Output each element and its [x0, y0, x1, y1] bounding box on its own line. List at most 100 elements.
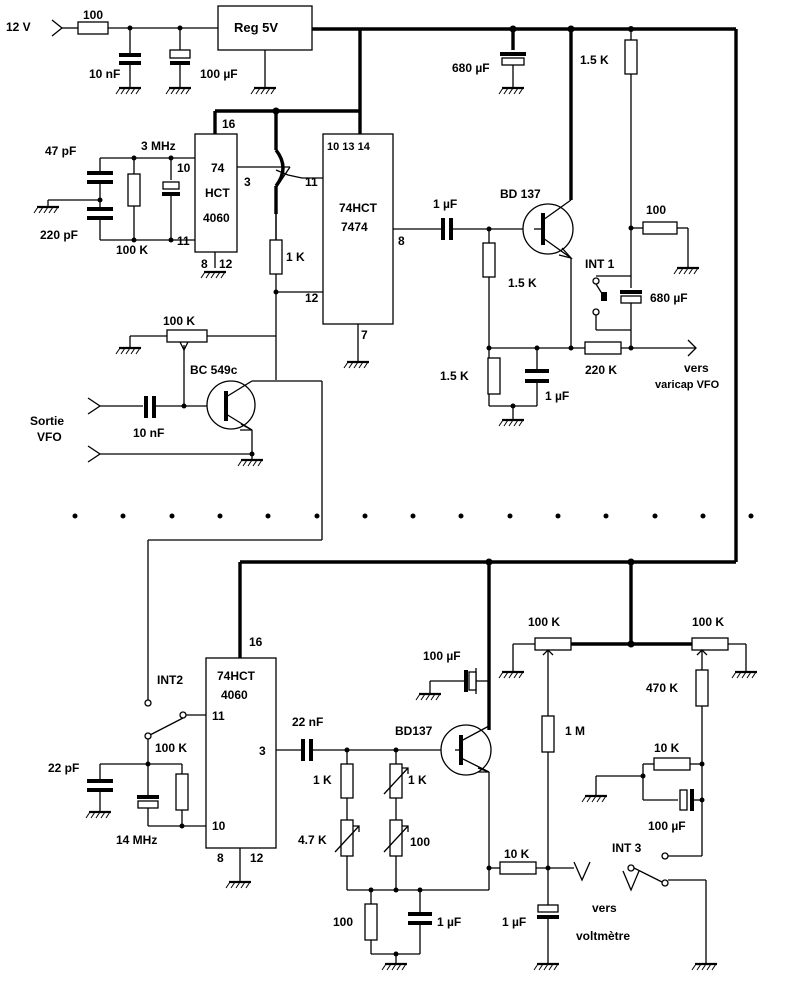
lbl-vers-bottom: vers	[592, 901, 617, 915]
lbl-ic3-pin8: 8	[217, 851, 224, 865]
lbl-1uf-out: 1 µF	[502, 915, 526, 929]
separator-dot	[458, 513, 464, 519]
lbl-ic1-l1: 74	[211, 161, 225, 175]
lbl-vers-top: vers	[684, 361, 709, 375]
lbl-100-trim: 100	[410, 835, 430, 849]
lbl-1uf-bottom-top: 1 µF	[545, 389, 569, 403]
pot-network-left	[497, 637, 572, 868]
separator-dot	[362, 513, 368, 519]
ic-74hct4060-bottom	[205, 657, 277, 890]
cap-680u-top	[497, 52, 526, 96]
separator-dot	[217, 513, 223, 519]
lbl-10nf-vfo: 10 nF	[133, 426, 164, 440]
lbl-1uf-coupling: 1 µF	[433, 197, 457, 211]
lbl-ic1-l3: 4060	[203, 211, 230, 225]
input-12v	[51, 19, 218, 37]
lbl-100uf-right: 100 µF	[648, 819, 686, 833]
separator-dot	[700, 513, 706, 519]
lbl-1k: 1 K	[286, 250, 305, 264]
lbl-100k-osc: 100 K	[116, 243, 148, 257]
lbl-bc549: BC 549c	[190, 363, 238, 377]
lbl-ic2-pin7: 7	[361, 328, 368, 342]
lbl-100k-bottom: 100 K	[155, 741, 187, 755]
lbl-int1: INT 1	[585, 257, 615, 271]
lbl-220k: 220 K	[585, 363, 617, 377]
lbl-bd137-bottom: BD137	[395, 724, 433, 738]
crossover-wire	[269, 111, 303, 380]
separator-dot	[603, 513, 609, 519]
separator-dot	[652, 513, 658, 519]
lbl-12v: 12 V	[6, 20, 31, 34]
lbl-470k: 470 K	[646, 681, 678, 695]
lbl-ic2-pin12: 12	[305, 291, 319, 305]
lbl-100uf-bottom: 100 µF	[423, 649, 461, 663]
lbl-ic1-l2: HCT	[205, 186, 230, 200]
lbl-1k-right: 1 K	[408, 773, 427, 787]
lbl-ic3-pin16: 16	[249, 635, 263, 649]
lbl-ic2-pin11: 11	[305, 175, 318, 189]
right-supply-branch	[592, 39, 701, 351]
lbl-22pf: 22 pF	[48, 761, 79, 775]
lbl-ic2-pin8: 8	[398, 234, 405, 248]
bc549-vfo-stage	[87, 329, 323, 700]
lbl-ic1-pin11: 11	[177, 234, 190, 248]
lbl-1k5-bottom: 1.5 K	[440, 369, 469, 383]
osc-network-top	[32, 155, 195, 243]
lbl-regulator: Reg 5V	[234, 20, 278, 35]
lbl-680uf-right: 680 µF	[650, 291, 688, 305]
separator-dot	[169, 513, 175, 519]
lbl-vfo: VFO	[37, 430, 62, 444]
separator-dot	[555, 513, 561, 519]
lbl-int3: INT 3	[612, 841, 642, 855]
lbl-220pf: 220 pF	[40, 228, 78, 242]
lbl-ic2-l1: 74HCT	[339, 201, 378, 215]
separator-dot	[265, 513, 271, 519]
lbl-r100-right: 100	[646, 203, 666, 217]
lbl-ic1-pin10: 10	[177, 161, 191, 175]
lbl-voltmetre: voltmètre	[576, 929, 630, 943]
lbl-1uf-bottom: 1 µF	[437, 915, 461, 929]
lbl-r100-in: 100	[83, 8, 103, 22]
lbl-ic1-pin3: 3	[244, 175, 251, 189]
lbl-pot-right: 100 K	[692, 615, 724, 629]
lbl-100k-pot: 100 K	[163, 314, 195, 328]
lbl-ic3-pin11: 11	[212, 709, 225, 723]
lbl-10k-out: 10 K	[504, 847, 530, 861]
separator-dot	[507, 513, 513, 519]
pot-network-right	[580, 637, 759, 972]
lbl-ic3-l2: 4060	[221, 688, 248, 702]
separator-dot	[120, 513, 126, 519]
lbl-100-bottom: 100	[333, 915, 353, 929]
separator-dot	[314, 513, 320, 519]
lbl-680uf-top: 680 µF	[452, 61, 490, 75]
5v-bus-bottom	[238, 558, 736, 730]
lbl-ic1-pin12: 12	[219, 257, 233, 271]
lbl-1k5-base: 1.5 K	[508, 276, 537, 290]
lbl-ic3-pin12: 12	[250, 851, 264, 865]
bd137-bottom-stage	[276, 668, 591, 972]
lbl-ic3-pin3: 3	[259, 744, 266, 758]
separator-dot	[72, 513, 78, 519]
regulator-5v	[217, 5, 313, 96]
lbl-100uf: 100 µF	[200, 67, 238, 81]
lbl-22nf: 22 nF	[292, 715, 323, 729]
ic-74hct7474	[276, 133, 394, 370]
lbl-ic3-pin10: 10	[212, 819, 226, 833]
bd137-top-stage	[393, 199, 697, 428]
lbl-1m: 1 M	[565, 724, 585, 738]
int2-osc-bottom	[84, 699, 206, 829]
lbl-ic3-l1: 74HCT	[217, 669, 256, 683]
separator-dot	[748, 513, 754, 519]
lbl-pot-left: 100 K	[528, 615, 560, 629]
separator-dots	[72, 513, 754, 519]
lbl-ic1-pin8: 8	[201, 257, 208, 271]
lbl-varicap: varicap VFO	[655, 379, 720, 391]
lbl-bd137-top: BD 137	[500, 187, 541, 201]
lbl-1k5-coll: 1.5 K	[580, 53, 609, 67]
lbl-10nf: 10 nF	[89, 67, 120, 81]
lbl-int2: INT2	[157, 673, 183, 687]
lbl-14mhz: 14 MHz	[116, 833, 157, 847]
lbl-4k7: 4.7 K	[298, 833, 327, 847]
